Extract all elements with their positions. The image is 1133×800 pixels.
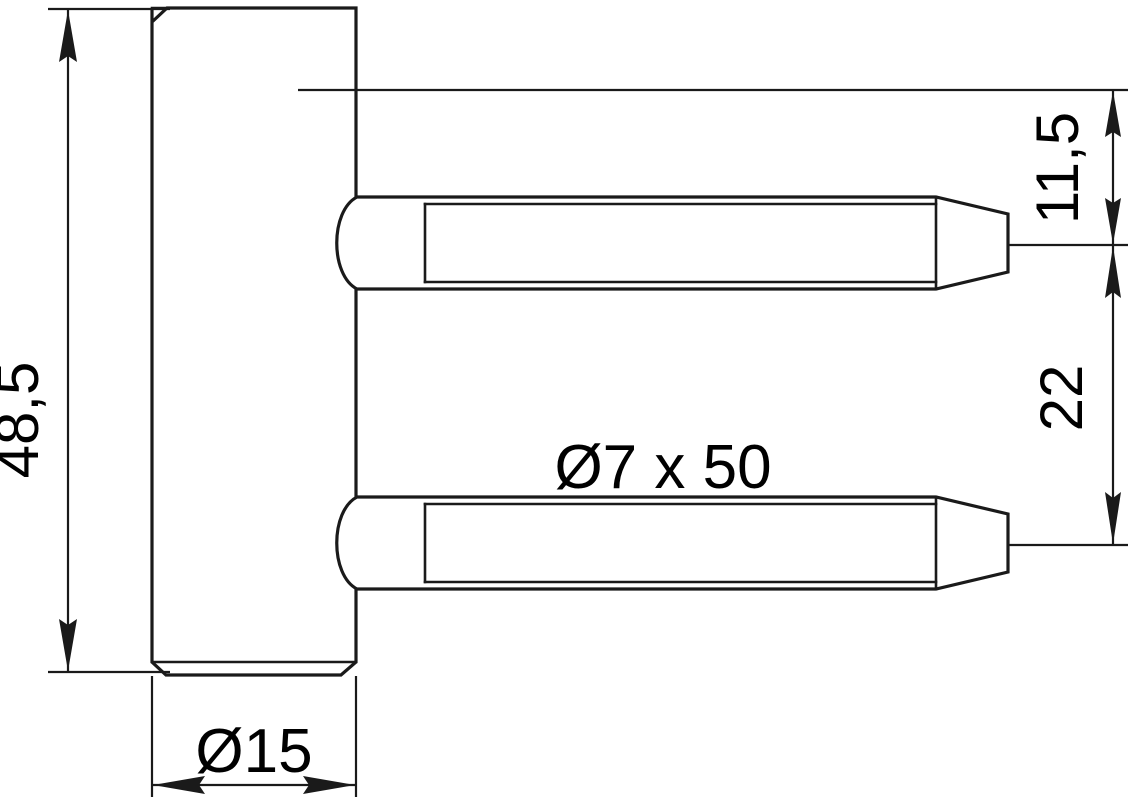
plate-outline xyxy=(150,6,358,677)
annotation-pin-spec: Ø7 x 50 xyxy=(554,433,771,502)
dim-label-11-5: 11,5 xyxy=(1024,112,1091,224)
dim-label-pin-spec: Ø7 x 50 xyxy=(554,433,771,502)
upper-pin-outline xyxy=(335,195,1010,291)
dim-label-22: 22 xyxy=(1028,365,1095,432)
arrow-11-5-bottom xyxy=(1105,198,1121,244)
dimension-top-offset: 11,5 xyxy=(1024,90,1121,245)
arrow-d15-right xyxy=(303,776,355,794)
hinge-plate-body xyxy=(150,6,358,677)
lower-pin xyxy=(335,495,1010,591)
lower-pin-outline xyxy=(335,495,1010,591)
dim-label-d15: Ø15 xyxy=(195,717,312,786)
arrow-11-5-top xyxy=(1105,91,1121,137)
arrow-d15-left xyxy=(153,776,205,794)
dimension-overall-height: 48,5 xyxy=(0,9,77,672)
arrow-48-5-top xyxy=(59,10,77,62)
upper-pin xyxy=(335,195,1010,291)
arrow-22-top xyxy=(1105,246,1121,298)
dimension-plate-width: Ø15 xyxy=(152,717,356,794)
dimension-pin-spacing: 22 xyxy=(1028,245,1121,545)
dim-label-48-5: 48,5 xyxy=(0,362,51,479)
arrow-48-5-bottom xyxy=(59,619,77,671)
arrow-22-bottom xyxy=(1105,492,1121,544)
